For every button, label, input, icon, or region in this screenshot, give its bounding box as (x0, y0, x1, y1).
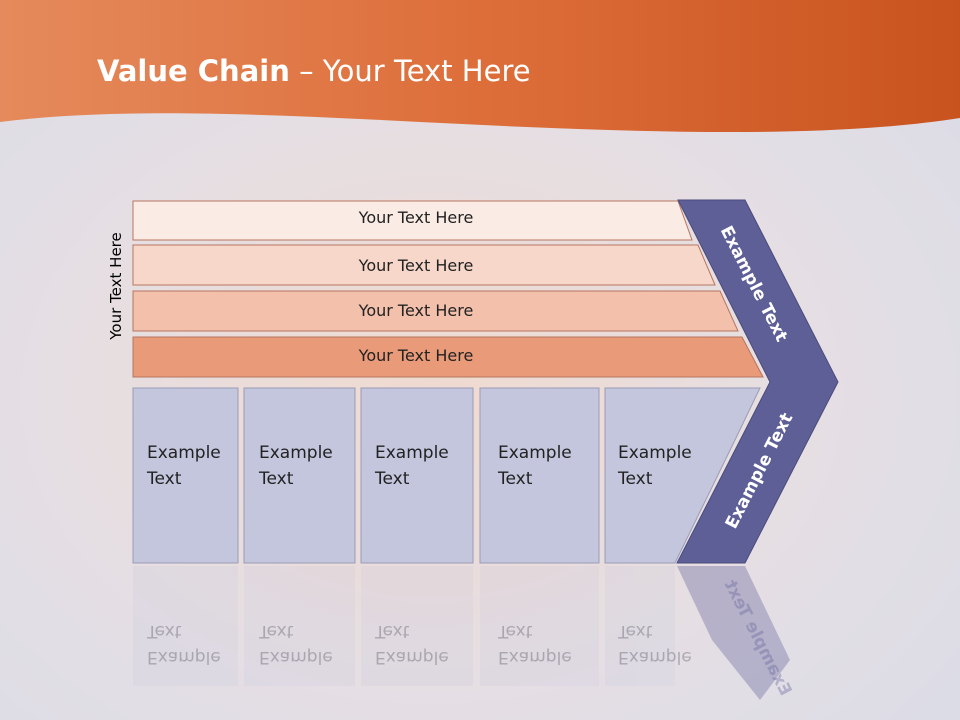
row-label-2: Your Text Here (358, 256, 474, 275)
row-bar-4 (132, 336, 764, 378)
chevron-arrow (676, 199, 839, 564)
boxes-reflection (133, 566, 675, 686)
row-bar-1 (132, 200, 693, 241)
activity-box-3 (360, 387, 474, 564)
row-label-4: Your Text Here (358, 346, 474, 365)
row-label-3: Your Text Here (358, 301, 474, 320)
activity-box-1 (132, 387, 239, 564)
activity-box-2 (243, 387, 356, 564)
header-band (0, 0, 960, 133)
title-bold: Value Chain (97, 54, 290, 88)
chevron-reflection (677, 566, 790, 700)
row-bar-3 (132, 290, 739, 332)
title-rest: – Your Text Here (289, 54, 531, 88)
side-label: Your Text Here (107, 232, 125, 340)
row-label-1: Your Text Here (358, 208, 474, 227)
row-bar-2 (132, 244, 716, 286)
activity-box-4 (479, 387, 600, 564)
activity-box-5 (604, 387, 761, 564)
slide-title: Value Chain – Your Text Here (97, 54, 531, 88)
